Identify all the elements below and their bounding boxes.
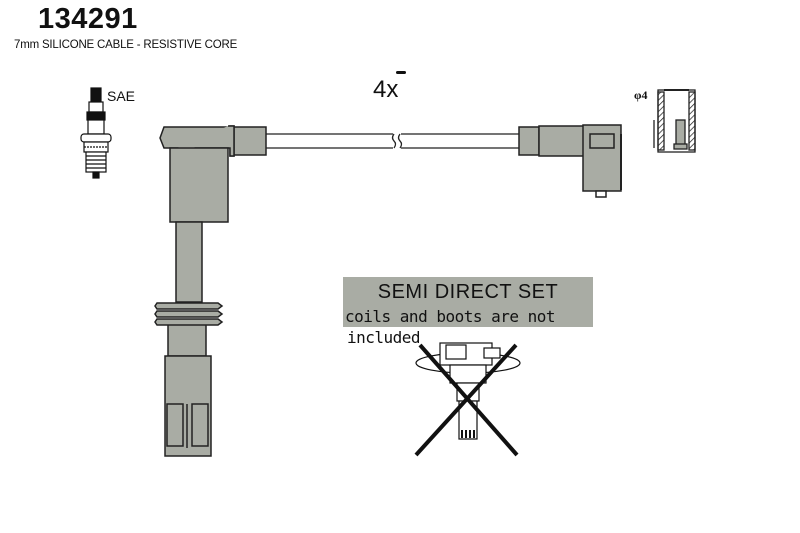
cable-description: 7mm SILICONE CABLE - RESISTIVE CORE	[14, 39, 238, 51]
spark-plug-icon	[80, 87, 112, 179]
ignition-coil-crossed-out	[415, 342, 521, 440]
coil-connector	[518, 124, 622, 198]
diameter-label: φ4	[634, 88, 648, 102]
sae-label: SAE	[107, 88, 136, 104]
notice-line-2: included	[347, 328, 421, 347]
cross-out-mark	[414, 343, 519, 457]
quantity-label: 4x	[373, 76, 399, 103]
ignition-cable	[266, 133, 520, 149]
spark-plug-boot	[159, 125, 267, 457]
terminal-cross-section	[653, 89, 696, 153]
part-number: 134291	[38, 3, 138, 35]
semi-direct-notice: SEMI DIRECT SET coils and boots are not	[343, 277, 593, 327]
notice-title: SEMI DIRECT SET	[377, 281, 559, 303]
boot-ribs	[154, 302, 224, 326]
notice-line-1: coils and boots are not	[345, 307, 556, 326]
quantity-mark	[396, 71, 406, 74]
